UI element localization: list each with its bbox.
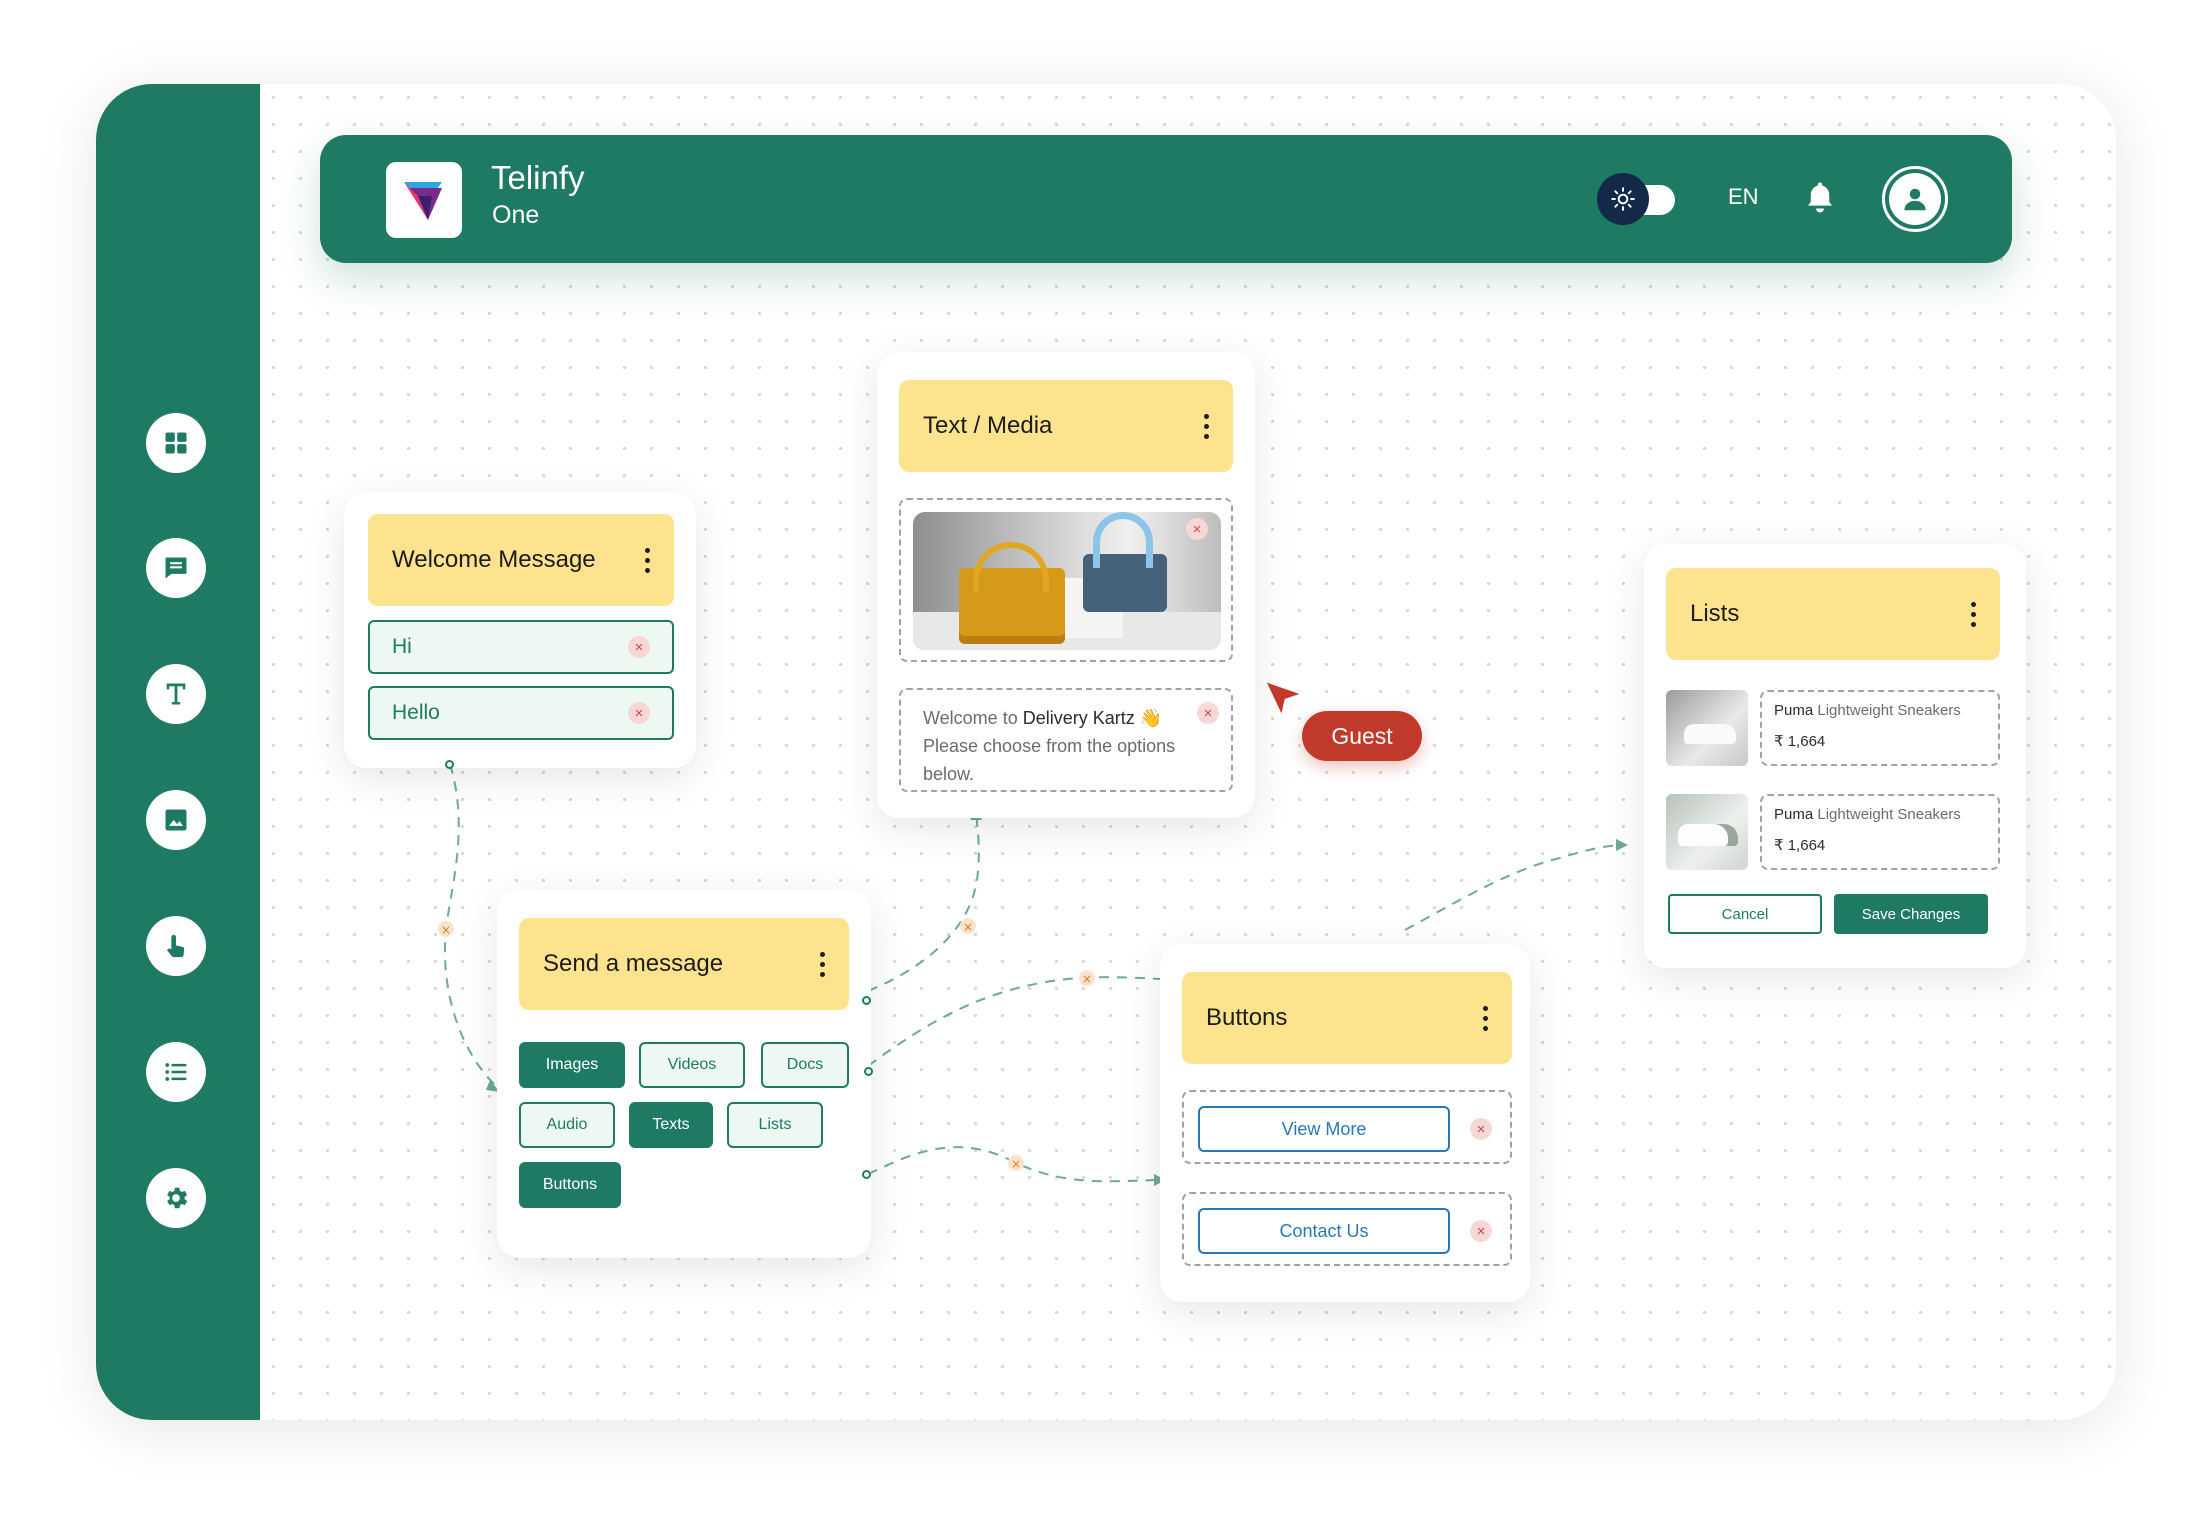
chip-audio[interactable]: Audio: [519, 1102, 615, 1148]
buttons-card-header[interactable]: Buttons: [1182, 972, 1512, 1064]
text-media-title: Text / Media: [923, 412, 1053, 439]
remove-icon[interactable]: ×: [628, 702, 650, 724]
remove-text-icon[interactable]: ×: [1197, 702, 1219, 724]
chip-images[interactable]: Images: [519, 1042, 625, 1088]
lists-card-header[interactable]: Lists: [1666, 568, 2000, 660]
settings-icon[interactable]: [146, 1168, 206, 1228]
reply-input-text: Hello: [392, 701, 440, 724]
buttons-card-title: Buttons: [1206, 1004, 1288, 1031]
list-icon[interactable]: [146, 1042, 206, 1102]
welcome-card-title: Welcome Message: [392, 546, 596, 573]
button-slot: View More ×: [1182, 1090, 1512, 1164]
user-avatar[interactable]: [1882, 166, 1948, 232]
product-item[interactable]: Puma Lightweight Sneakers ₹ 1,664: [1760, 794, 2000, 870]
product-thumbnail: [1666, 690, 1748, 766]
reply-input-text: Hi: [392, 635, 412, 658]
theme-toggle[interactable]: [1597, 173, 1677, 225]
sidebar: [96, 84, 260, 1420]
contact-us-button[interactable]: Contact Us: [1198, 1208, 1450, 1254]
reply-input-hi[interactable]: Hi ×: [368, 620, 674, 674]
lists-card[interactable]: Lists Puma Lightweight Sneakers ₹ 1,664 …: [1644, 544, 2026, 968]
view-more-button[interactable]: View More: [1198, 1106, 1450, 1152]
product-item[interactable]: Puma Lightweight Sneakers ₹ 1,664: [1760, 690, 2000, 766]
product-name: Puma Lightweight Sneakers: [1774, 702, 1961, 719]
remove-icon[interactable]: ×: [628, 636, 650, 658]
message-text-box[interactable]: Welcome to Delivery Kartz 👋 Please choos…: [899, 688, 1233, 792]
media-dropzone[interactable]: ×: [899, 498, 1233, 662]
product-name: Puma Lightweight Sneakers: [1774, 806, 1961, 823]
output-port[interactable]: [864, 1067, 873, 1076]
chip-videos[interactable]: Videos: [639, 1042, 745, 1088]
app-logo: [386, 162, 462, 238]
reply-input-hello[interactable]: Hello ×: [368, 686, 674, 740]
remove-media-icon[interactable]: ×: [1186, 518, 1208, 540]
kebab-menu-icon[interactable]: [820, 951, 825, 977]
send-message-card[interactable]: Send a message Images Videos Docs Audio …: [497, 890, 873, 1258]
sun-icon: [1597, 173, 1649, 225]
button-slot: Contact Us ×: [1182, 1192, 1512, 1266]
cursor-icon: [1262, 678, 1306, 720]
output-port[interactable]: [862, 1170, 871, 1179]
buttons-card[interactable]: Buttons View More × Contact Us ×: [1160, 944, 1530, 1302]
lists-card-title: Lists: [1690, 600, 1740, 627]
output-port[interactable]: [445, 760, 454, 769]
welcome-card-header[interactable]: Welcome Message: [368, 514, 674, 606]
bell-icon[interactable]: [1803, 179, 1837, 217]
welcome-message-card[interactable]: Welcome Message Hi × Hello ×: [344, 492, 696, 769]
app-title: Telinfy: [491, 159, 585, 196]
product-price: ₹ 1,664: [1774, 837, 1826, 854]
guest-cursor-label: Guest: [1302, 711, 1422, 761]
kebab-menu-icon[interactable]: [645, 547, 650, 573]
cancel-button[interactable]: Cancel: [1668, 894, 1822, 934]
chip-docs[interactable]: Docs: [761, 1042, 849, 1088]
send-message-title: Send a message: [543, 950, 724, 977]
product-price: ₹ 1,664: [1774, 733, 1826, 750]
remove-icon[interactable]: ×: [1470, 1220, 1492, 1242]
kebab-menu-icon[interactable]: [1483, 1005, 1488, 1031]
remove-icon[interactable]: ×: [1470, 1118, 1492, 1140]
text-media-header[interactable]: Text / Media: [899, 380, 1233, 472]
text-icon[interactable]: [146, 664, 206, 724]
language-selector[interactable]: EN: [1728, 184, 1759, 209]
chip-lists[interactable]: Lists: [727, 1102, 823, 1148]
kebab-menu-icon[interactable]: [1204, 413, 1209, 439]
top-header: Telinfy One EN: [320, 135, 2012, 263]
dashboard-icon[interactable]: [146, 413, 206, 473]
product-thumbnail: [1666, 794, 1748, 870]
chip-texts[interactable]: Texts: [629, 1102, 713, 1148]
send-message-header[interactable]: Send a message: [519, 918, 849, 1010]
message-text: Welcome to Delivery Kartz 👋 Please choos…: [923, 708, 1176, 784]
kebab-menu-icon[interactable]: [1971, 601, 1976, 627]
app-subtitle: One: [492, 201, 540, 229]
chat-icon[interactable]: [146, 538, 206, 598]
touch-icon[interactable]: [146, 916, 206, 976]
chip-buttons[interactable]: Buttons: [519, 1162, 621, 1208]
user-icon: [1889, 173, 1941, 225]
output-port[interactable]: [862, 996, 871, 1005]
product-image: [913, 512, 1221, 650]
image-icon[interactable]: [146, 790, 206, 850]
save-changes-button[interactable]: Save Changes: [1834, 894, 1988, 934]
text-media-card[interactable]: Text / Media × Welcome to Delivery Kartz…: [877, 352, 1255, 818]
